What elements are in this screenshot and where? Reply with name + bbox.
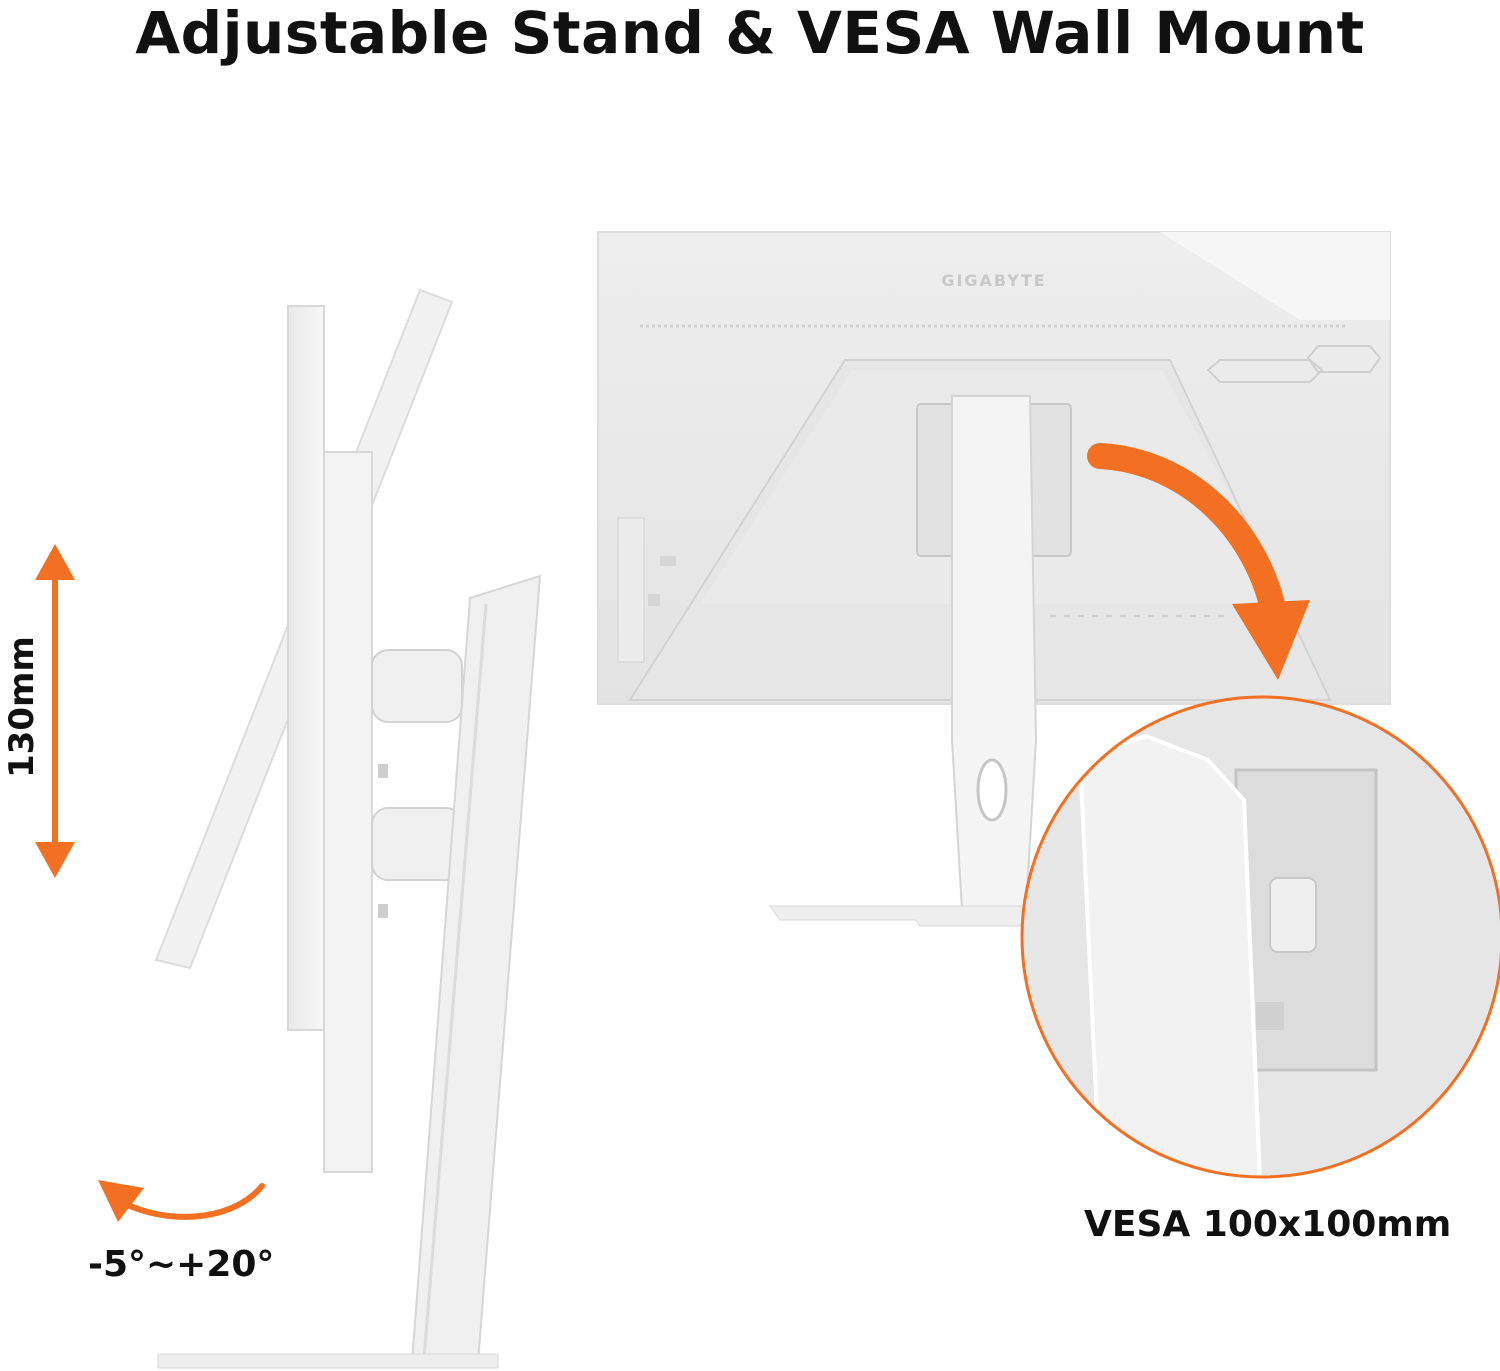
tilt-arrow-icon	[98, 1180, 265, 1222]
height-arrow-icon	[35, 544, 75, 878]
page-title: Adjustable Stand & VESA Wall Mount	[135, 0, 1365, 67]
rear-view-monitor: GIGABYTE	[597, 231, 1391, 927]
vesa-label: VESA 100x100mm	[1084, 1204, 1452, 1245]
brand-logo: GIGABYTE	[941, 271, 1046, 290]
side-view-monitor	[154, 288, 542, 1369]
vesa-zoom-inset	[1020, 695, 1500, 1179]
curved-arrow-icon	[1087, 443, 1310, 680]
height-adjust-label: 130mm	[2, 636, 42, 778]
tilt-range-label: -5°~+20°	[88, 1244, 275, 1285]
